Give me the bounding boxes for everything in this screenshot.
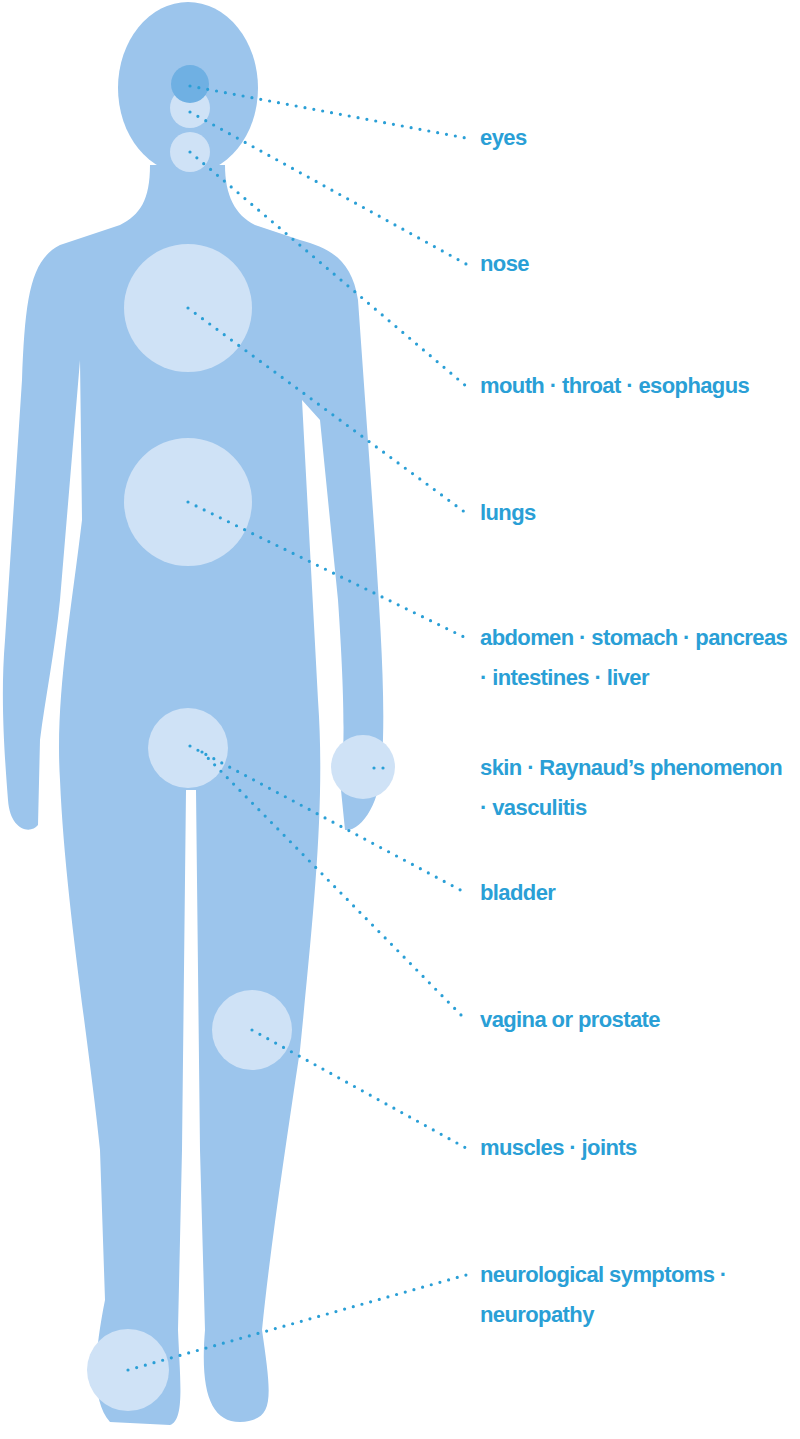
eye-circle	[171, 65, 209, 103]
region-label: bladder	[480, 873, 555, 913]
leader-lines	[128, 86, 466, 1370]
region-label: mouth · throat · esophagus	[480, 366, 749, 406]
region-label: eyes	[480, 118, 527, 158]
region-label: muscles · joints	[480, 1128, 637, 1168]
region-label: vagina or prostate	[480, 1000, 660, 1040]
body-silhouette	[3, 2, 383, 1425]
region-label: nose	[480, 244, 529, 284]
region-label: lungs	[480, 493, 536, 533]
region-label: skin · Raynaud’s phenomenon · vasculitis	[480, 748, 792, 828]
region-label: abdomen · stomach · pancreas · intestine…	[480, 618, 792, 698]
region-label: neurological symptoms · neuropathy	[480, 1255, 792, 1335]
